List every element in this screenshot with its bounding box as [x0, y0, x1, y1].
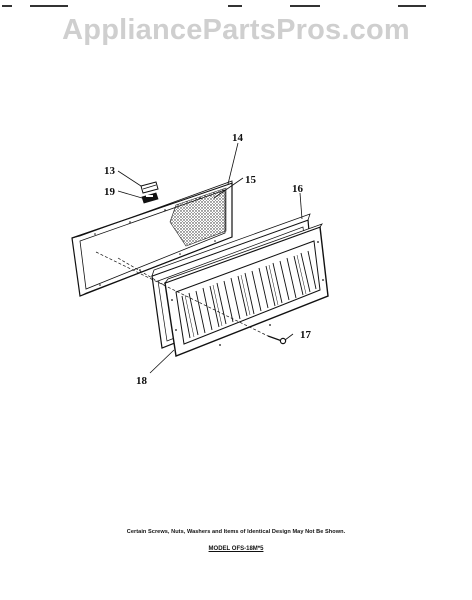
clip-part-19	[141, 192, 159, 204]
callout-16: 16	[292, 183, 304, 195]
clip-part-13	[140, 181, 159, 194]
model-number-label: MODEL OFS-18M*5	[208, 546, 264, 552]
assembly-lines	[95, 251, 269, 337]
callout-leaders	[117, 142, 303, 374]
callout-18: 18	[136, 375, 148, 387]
filter-media-part-15	[169, 187, 227, 247]
parts-disclaimer-note: Certain Screws, Nuts, Washers and Items …	[126, 529, 346, 535]
front-grille-part-18	[163, 223, 329, 357]
callout-17: 17	[300, 329, 312, 341]
page-header-marks	[0, 0, 472, 8]
callout-19: 19	[104, 186, 116, 198]
callout-13: 13	[104, 165, 116, 177]
watermark-logo: AppliancePartsPros.com	[62, 14, 410, 46]
screw-part-17	[267, 335, 287, 345]
callout-15: 15	[245, 174, 257, 186]
callout-14: 14	[232, 132, 244, 144]
